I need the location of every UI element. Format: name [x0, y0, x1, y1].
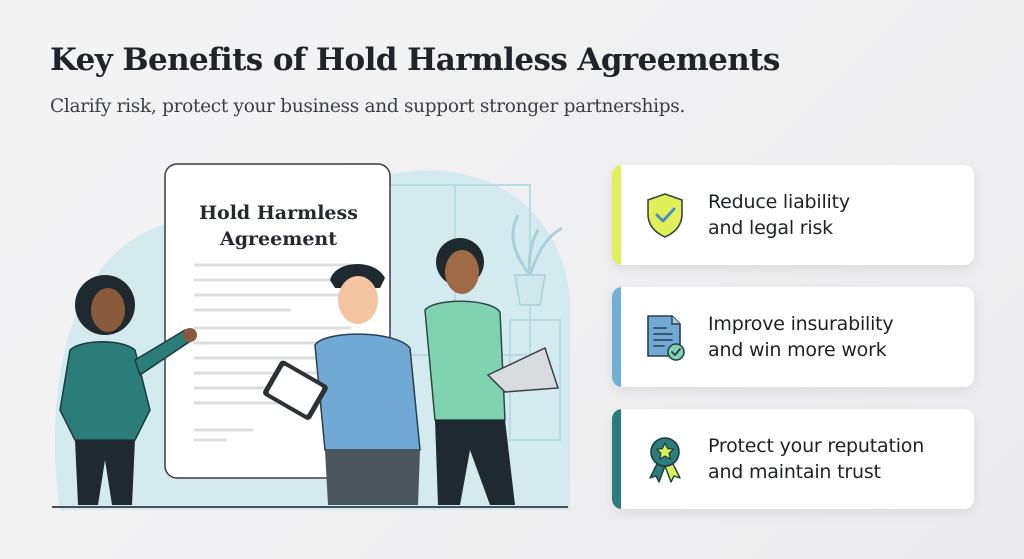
benefit-card-reputation: Protect your reputation and maintain tru… [612, 409, 974, 509]
benefit-line2: and legal risk [708, 217, 833, 239]
card-accent-bar [612, 287, 621, 387]
document-title-line1: Hold Harmless [199, 202, 358, 224]
benefit-card-reduce-liability: Reduce liability and legal risk [612, 165, 974, 265]
benefit-line2: and maintain trust [708, 461, 881, 483]
page-title: Key Benefits of Hold Harmless Agreements [50, 42, 780, 78]
benefit-text: Protect your reputation and maintain tru… [708, 433, 924, 485]
benefit-text: Reduce liability and legal risk [708, 189, 850, 241]
benefit-line2: and win more work [708, 339, 887, 361]
benefit-line1: Protect your reputation [708, 435, 925, 457]
page-subtitle: Clarify risk, protect your business and … [50, 96, 686, 117]
benefits-list: Reduce liability and legal risk Improve … [612, 165, 974, 531]
card-accent-bar [612, 409, 621, 509]
benefit-card-insurability: Improve insurability and win more work [612, 287, 974, 387]
team-illustration: Hold Harmless Agreement [40, 160, 580, 515]
benefit-line1: Reduce liability [708, 191, 850, 213]
award-ribbon-icon [642, 434, 688, 484]
document-check-icon [642, 312, 688, 362]
benefit-line1: Improve insurability [708, 313, 894, 335]
document-title-line2: Agreement [220, 228, 337, 250]
shield-check-icon [642, 190, 688, 240]
benefit-text: Improve insurability and win more work [708, 311, 894, 363]
card-accent-bar [612, 165, 621, 265]
document-title: Hold Harmless Agreement [166, 200, 391, 252]
